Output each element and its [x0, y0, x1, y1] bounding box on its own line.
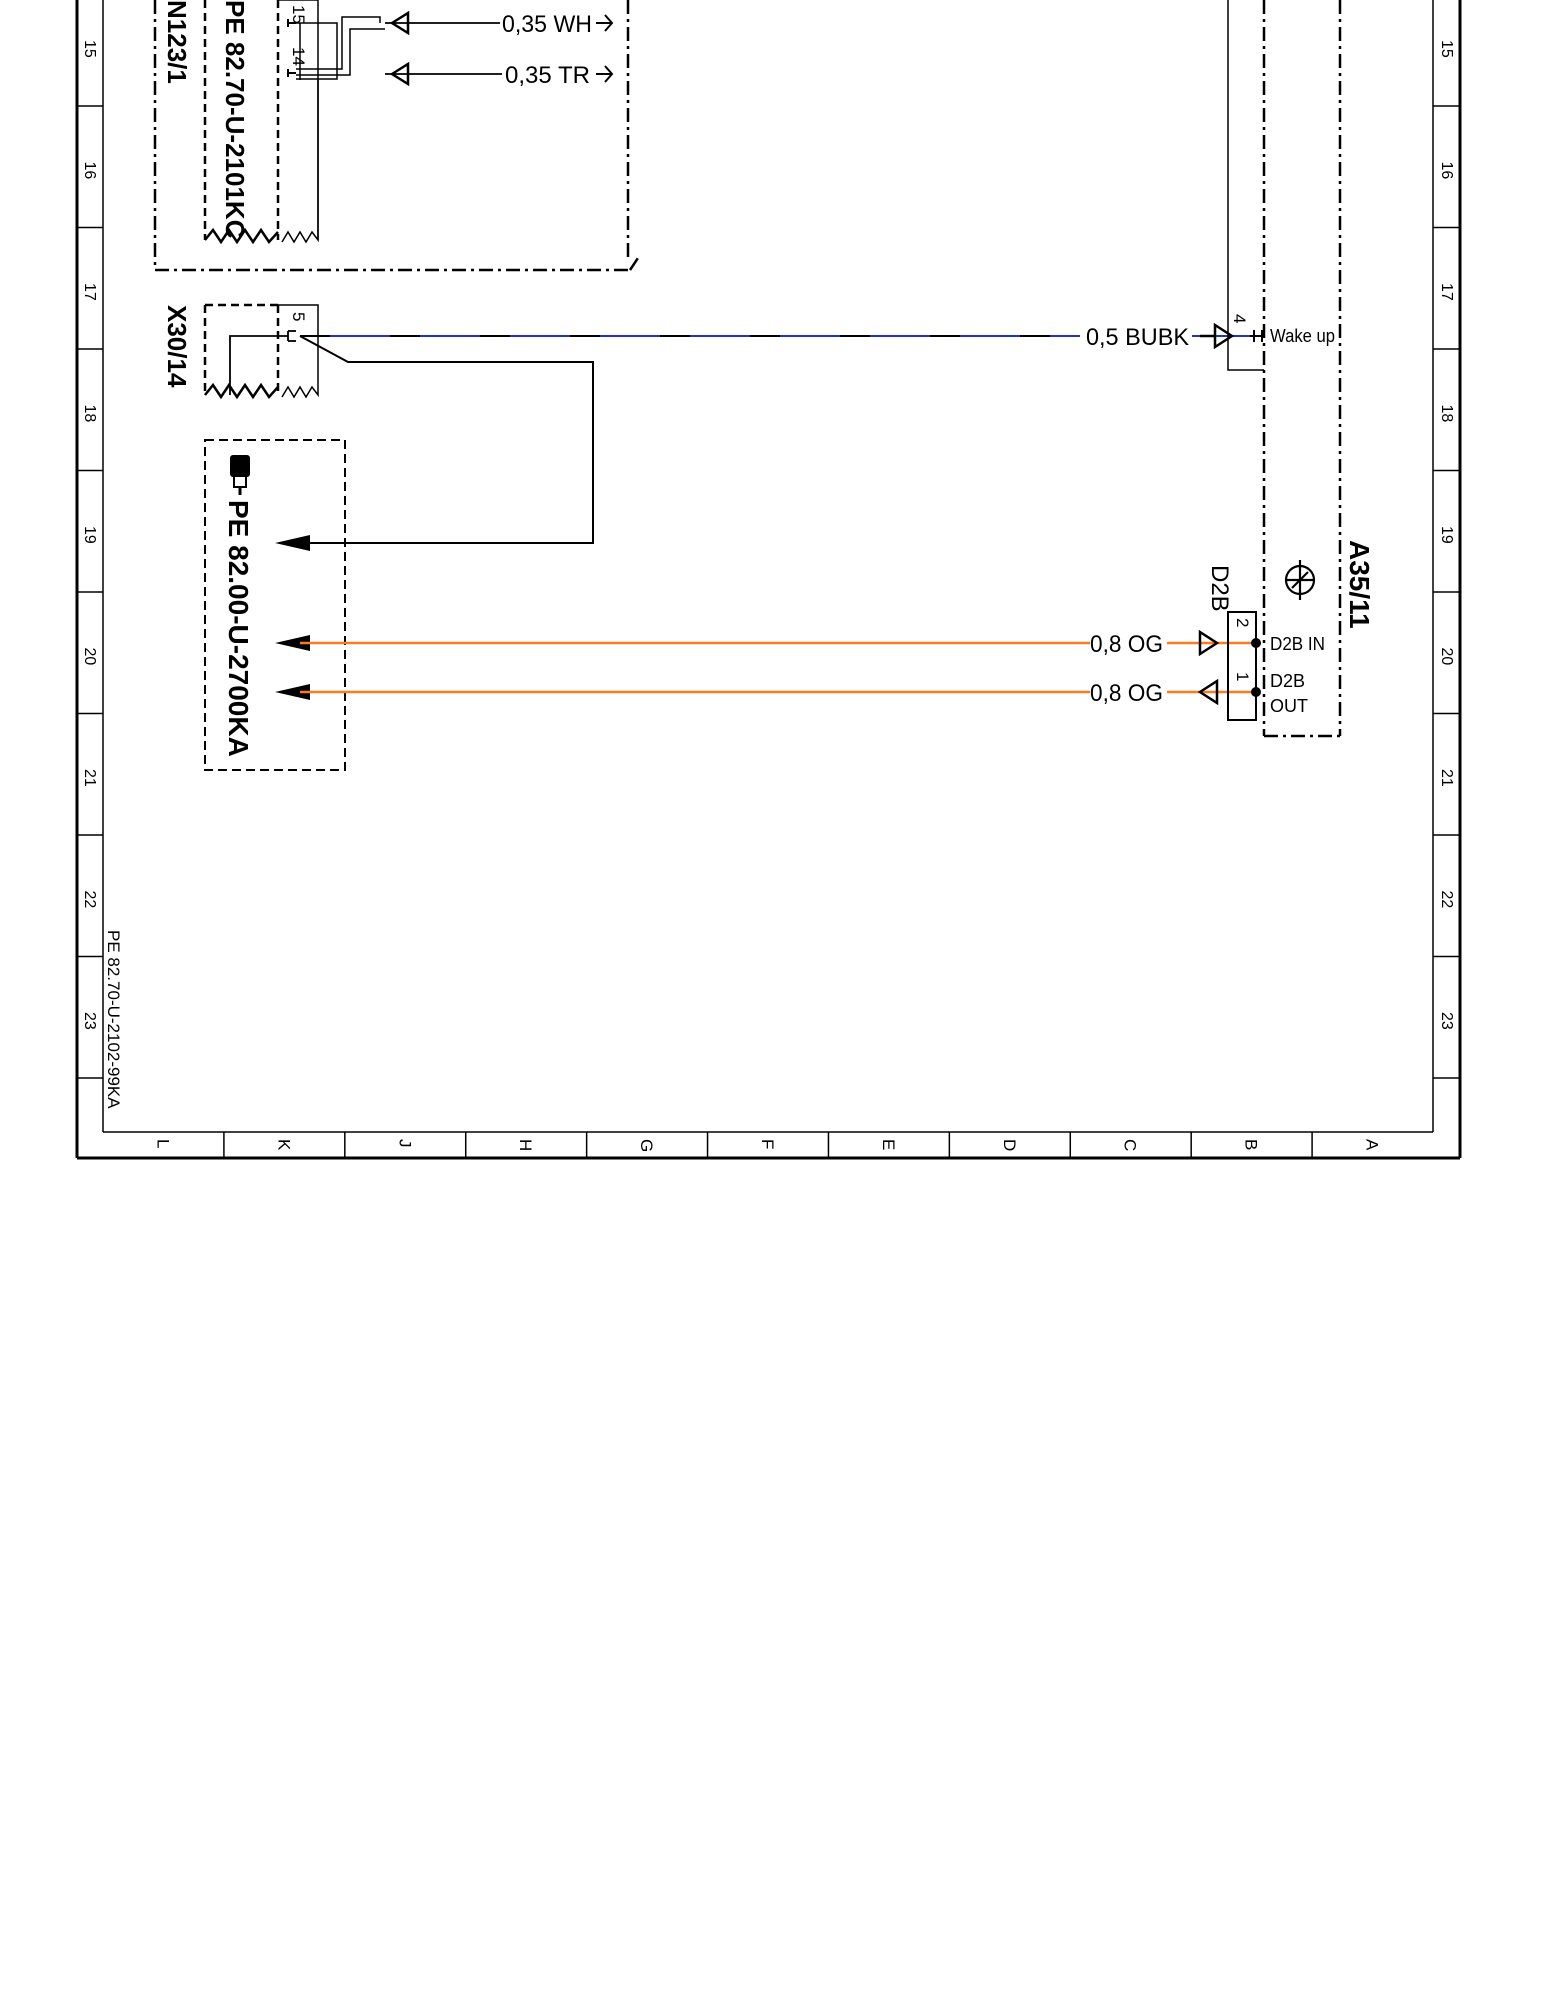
see-also-arrow-2-icon [275, 684, 310, 700]
wire-035-tr-label: 0,35 TR [505, 62, 590, 89]
n123-connector-break [204, 227, 279, 245]
a35-wakeup-return-wire [1227, 0, 1264, 371]
x30-internal-loop [229, 330, 296, 395]
wire-08-og-out-arrow-icon [1197, 678, 1219, 706]
a35-d2b-in-pin-number: 2 [1233, 618, 1252, 627]
grid-row-label: 17 [1438, 283, 1455, 301]
grid-column-label: J [395, 1139, 414, 1148]
a35-d2b-pin-terminals [1251, 638, 1261, 697]
see-also-arrow-1-icon [275, 635, 310, 651]
grid-row-label: 16 [81, 162, 98, 180]
wire-08-og-in-arrow-icon [1198, 629, 1220, 657]
grid-column-label: H [516, 1139, 535, 1151]
a35-d2b-in-label: D2B IN [1270, 634, 1325, 654]
grid-row-label: 16 [1438, 162, 1455, 180]
sheet-reference-label: PE 82.70-U-2102-99KA [104, 930, 123, 1109]
x30-branch-wire [299, 335, 594, 544]
x30-connector-box [203, 303, 280, 395]
grid-column-label: E [879, 1139, 898, 1150]
grid-row-label: 17 [81, 283, 98, 301]
grid-row-label: 23 [1438, 1012, 1455, 1030]
transistor-symbol-icon [1284, 560, 1316, 600]
grid-row-label: 20 [81, 648, 98, 666]
n123-pin-14-label: 14 [289, 47, 308, 66]
wire-035-wh-continuation-icon [596, 14, 614, 32]
x30-component-name: X30/14 [162, 305, 192, 388]
wire-035-tr-continuation-icon [596, 65, 614, 83]
grid-row-label: 15 [81, 40, 98, 58]
pointing-hand-icon [230, 455, 250, 495]
grid-column-label: B [1242, 1139, 1261, 1150]
grid-column-label: A [1363, 1139, 1382, 1151]
grid-column-label: D [1000, 1139, 1019, 1151]
grid-row-label: 21 [1438, 769, 1455, 787]
grid-row-label: 21 [81, 769, 98, 787]
a35-wakeup-pin-number: 4 [1230, 314, 1249, 323]
sheet-frame [75, 0, 1462, 1160]
n123-reference-label: PE 82.70-U-2101KC [220, 0, 250, 239]
grid-row-label: 18 [1438, 405, 1455, 423]
a35-d2b-connector-label: D2B [1206, 565, 1233, 612]
grid-column-label: K [274, 1139, 293, 1151]
a35-d2b-out-label-line2: OUT [1270, 696, 1308, 716]
grid-row-label: 19 [1438, 526, 1455, 544]
n123-pin-housing [278, 0, 319, 244]
grid-column-label: L [153, 1139, 172, 1148]
n123-component-name: N123/1 [162, 0, 192, 84]
grid-row-label: 23 [81, 1012, 98, 1030]
wire-05-bubk-label: 0,5 BUBK [1086, 324, 1189, 351]
wire-035-tr-arrow-icon [389, 61, 410, 87]
n123-connector-block [203, 0, 280, 240]
see-also-reference-box [204, 439, 346, 771]
n123-twisted-pair-wiring [296, 16, 385, 240]
a35-d2b-out-pin-number: 1 [1233, 672, 1252, 681]
a35-wakeup-label: Wake up [1270, 326, 1335, 346]
grid-row-label: 18 [81, 405, 98, 423]
grid-column-label: G [637, 1139, 656, 1152]
grid-column-label: F [758, 1139, 777, 1149]
a35-d2b-out-label-line1: D2B [1270, 671, 1305, 691]
a35-component-name: A35/11 [1344, 540, 1375, 629]
x30-pin-5-label: 5 [289, 312, 308, 321]
n123-pin-terminals [287, 19, 296, 77]
see-also-reference-label: PE 82.00-U-2700KA [223, 500, 254, 757]
a35-component-box [1262, 0, 1342, 738]
grid-row-label: 22 [81, 891, 98, 909]
a35-wakeup-terminal [1250, 330, 1263, 342]
x30-connector-break [204, 382, 279, 400]
grid-column-label: C [1121, 1139, 1140, 1151]
a35-d2b-connector-housing [1227, 611, 1257, 721]
n123-pin-15-label: 15 [289, 5, 308, 24]
wire-08-og-in-label: 0,8 OG [1090, 631, 1163, 658]
wire-08-og-out-label: 0,8 OG [1090, 680, 1163, 707]
grid-row-label: 15 [1438, 40, 1455, 58]
grid-row-label: 19 [81, 526, 98, 544]
grid-row-label: 20 [1438, 648, 1455, 666]
x30-branch-arrow-icon [275, 535, 310, 551]
wire-035-wh-arrow-icon [389, 10, 410, 36]
n123-component-box [153, 0, 640, 272]
grid-row-label: 22 [1438, 891, 1455, 909]
wire-035-wh-label: 0,35 WH [502, 11, 592, 38]
